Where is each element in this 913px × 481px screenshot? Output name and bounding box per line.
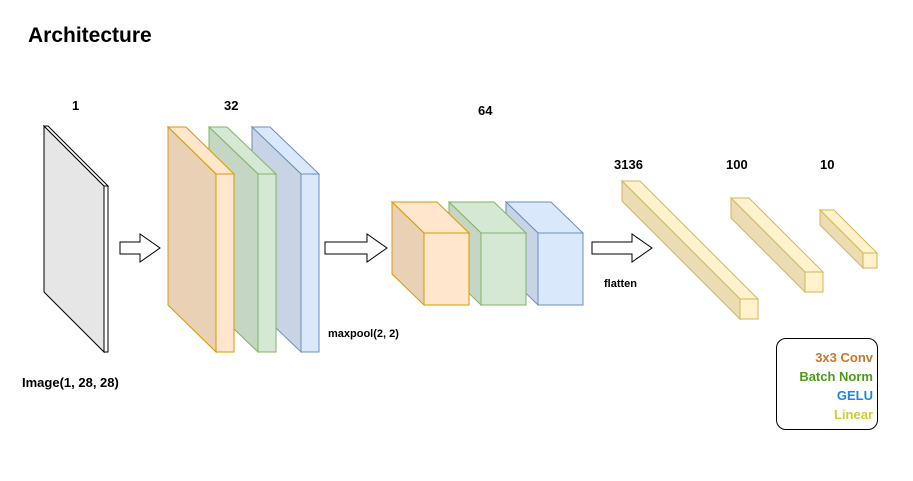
output-units-label: 10: [820, 157, 835, 172]
hidden-units-label: 100: [726, 157, 748, 172]
conv2-channels-label: 64: [478, 103, 493, 118]
input-channels-label: 1: [72, 98, 80, 113]
legend-item-conv: 3x3 Conv: [815, 350, 873, 365]
legend-item-gelu: GELU: [836, 388, 873, 403]
legend-item-linear: Linear: [833, 407, 873, 422]
conv1-block: [166, 125, 321, 354]
linear-10-block: [818, 208, 879, 270]
linear-100-block: [729, 196, 825, 294]
arrow-conv2-to-flatten: [591, 233, 653, 263]
conv2-block: [390, 200, 585, 307]
diagram-title: Architecture: [28, 24, 152, 47]
conv1-conv-layer: [166, 125, 236, 354]
conv2-conv-layer: [390, 200, 471, 307]
input-image-block: [42, 124, 110, 354]
linear-3136-block: [620, 179, 760, 321]
legend-box: 3x3 Conv Batch Norm GELU Linear: [776, 338, 878, 430]
flatten-label: flatten: [604, 278, 637, 290]
arrow-input-to-conv1: [119, 233, 161, 263]
input-shape-label: Image(1, 28, 28): [22, 375, 119, 390]
legend-item-batchnorm: Batch Norm: [799, 369, 873, 384]
arrow-conv1-to-conv2: [324, 233, 388, 263]
flatten-units-label: 3136: [614, 157, 643, 172]
maxpool-label: maxpool(2, 2): [328, 328, 399, 340]
conv1-channels-label: 32: [224, 98, 239, 113]
